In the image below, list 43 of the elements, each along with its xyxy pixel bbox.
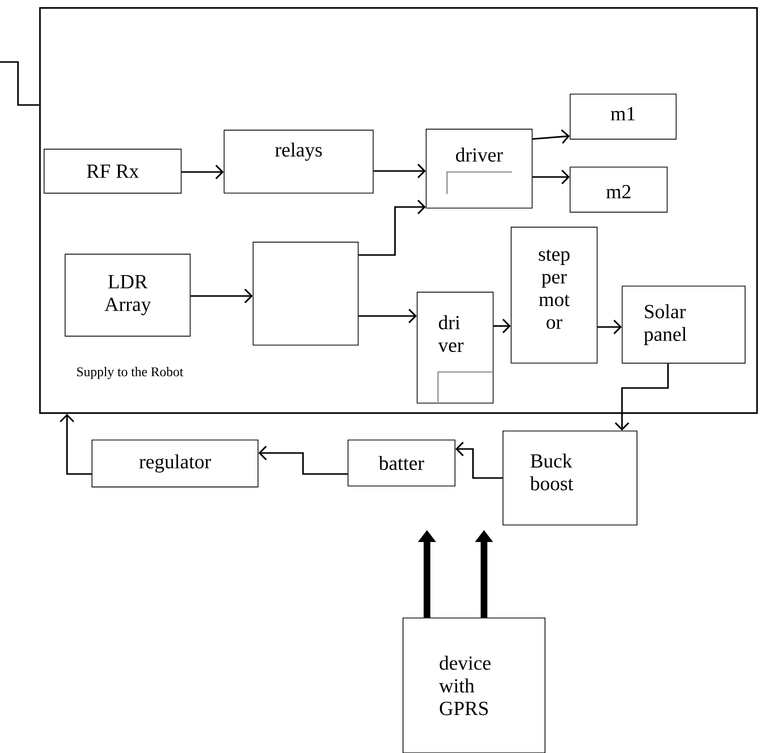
block-box	[252, 242, 359, 346]
block-box	[224, 130, 374, 194]
block-box	[510, 226, 598, 364]
block-box	[570, 94, 677, 140]
arrow	[60, 414, 92, 475]
block-label: dri ver	[438, 315, 464, 352]
arrow	[358, 308, 417, 324]
arrow	[455, 442, 503, 479]
caption-text: Supply to the Robot	[77, 366, 184, 380]
block-box	[348, 440, 456, 486]
block-box	[570, 166, 668, 213]
arrow	[532, 129, 570, 144]
arrow	[494, 318, 511, 334]
block-label: driver	[456, 148, 503, 162]
block-label: device with GPRS	[439, 656, 490, 716]
block-label: regulator	[139, 454, 211, 473]
connector-line	[0, 61, 40, 106]
block-box	[64, 254, 191, 337]
block-box	[402, 618, 546, 753]
block-label: batter	[378, 456, 424, 470]
block-box	[92, 440, 258, 488]
block-box	[502, 430, 638, 526]
arrow	[190, 288, 253, 304]
block-box	[426, 128, 533, 209]
arrow	[598, 320, 622, 334]
block-label: Buck boost	[530, 454, 574, 490]
block-box	[44, 148, 182, 194]
arrow	[532, 170, 570, 184]
block-label: m2	[606, 185, 630, 198]
outer-box	[39, 7, 758, 414]
block-box	[622, 286, 746, 364]
block-label: LDR Array	[104, 275, 151, 316]
block-label: Solar panel	[644, 304, 687, 346]
arrow	[258, 446, 348, 475]
arrow	[374, 164, 426, 178]
block-label: RF Rx	[86, 164, 139, 178]
block-label: relays	[275, 142, 322, 161]
arrow	[614, 364, 669, 431]
block-label: step per mot or	[538, 249, 570, 329]
arrow	[358, 200, 426, 256]
arrow	[182, 164, 224, 180]
block-label: m1	[610, 107, 635, 120]
block-box	[416, 292, 494, 404]
